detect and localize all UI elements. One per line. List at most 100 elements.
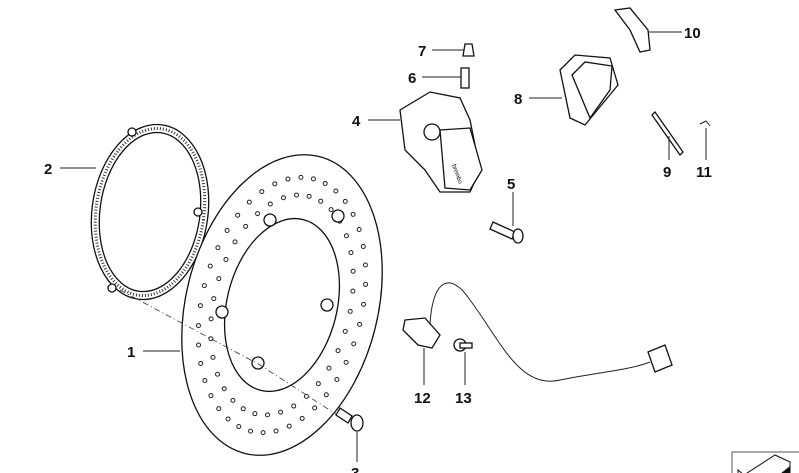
- disc-hole: [201, 283, 207, 289]
- disc-hole: [350, 211, 356, 217]
- disc-hole: [342, 328, 348, 334]
- disc-hole: [224, 227, 230, 233]
- disc-hole: [278, 409, 284, 415]
- brake-caliper[interactable]: brembo: [399, 91, 483, 193]
- disc-hole: [335, 348, 341, 354]
- disc-hole: [210, 354, 216, 360]
- disc-hole: [225, 416, 231, 422]
- disc-hole: [273, 428, 279, 434]
- disc-hole: [315, 381, 321, 387]
- brake-disc[interactable]: [152, 133, 412, 473]
- label-8[interactable]: 8: [514, 91, 522, 108]
- navigation-arrow-icon[interactable]: [731, 451, 799, 473]
- disc-hole: [202, 378, 208, 384]
- disc-hole: [246, 199, 252, 205]
- disc-hole: [343, 359, 349, 365]
- disc-hole: [197, 303, 203, 309]
- disc-hole: [208, 336, 214, 342]
- abs-sensor-ring[interactable]: [80, 117, 219, 307]
- disc-hole: [298, 174, 304, 180]
- disc-hole: [322, 180, 328, 186]
- disc-hole: [267, 201, 273, 207]
- disc-hole: [216, 276, 222, 282]
- disc-hole: [259, 189, 265, 195]
- disc-hole: [248, 428, 254, 434]
- disc-hole: [232, 239, 238, 245]
- label-4[interactable]: 4: [352, 113, 361, 130]
- disc-hole: [342, 198, 348, 204]
- disc-hole: [236, 424, 242, 430]
- disc-hole: [196, 342, 202, 348]
- disc-hole: [216, 406, 222, 412]
- disc-hole: [230, 397, 236, 403]
- disc-hole: [312, 405, 318, 411]
- disc-hole: [299, 415, 305, 421]
- disc-hole: [215, 371, 221, 377]
- brake-pads[interactable]: [559, 54, 619, 126]
- disc-hole: [260, 430, 266, 436]
- disc-hole: [208, 393, 214, 399]
- sensor-screw[interactable]: [453, 338, 473, 352]
- disc-hole: [294, 192, 300, 198]
- label-11[interactable]: 11: [696, 164, 712, 181]
- label-3[interactable]: 3: [351, 465, 359, 473]
- disc-hole: [323, 392, 329, 398]
- disc-hole: [215, 245, 221, 251]
- pad-pin[interactable]: [651, 110, 684, 157]
- disc-hole: [272, 181, 278, 187]
- disc-bolt[interactable]: [335, 407, 364, 432]
- disc-hole: [255, 211, 261, 217]
- disc-hole: [334, 377, 340, 383]
- disc-hole: [252, 411, 258, 417]
- disc-hole: [240, 406, 246, 412]
- disc-hole: [361, 301, 367, 307]
- label-5[interactable]: 5: [507, 176, 515, 193]
- label-2[interactable]: 2: [44, 161, 52, 178]
- pad-spring-clip[interactable]: [613, 7, 651, 53]
- disc-hole: [243, 223, 249, 229]
- label-9[interactable]: 9: [663, 164, 671, 181]
- disc-hole: [351, 341, 357, 347]
- disc-hole: [264, 412, 270, 418]
- disc-hole: [207, 263, 213, 269]
- disc-hole: [347, 308, 353, 314]
- disc-hole: [306, 193, 312, 199]
- bleed-valve-cap[interactable]: [462, 43, 475, 57]
- disc-hole: [333, 188, 339, 194]
- label-13[interactable]: 13: [455, 390, 472, 407]
- disc-hole: [303, 393, 309, 399]
- label-10[interactable]: 10: [684, 25, 701, 42]
- disc-hole: [195, 323, 201, 329]
- disc-hole: [356, 226, 362, 232]
- disc-hole: [360, 244, 366, 250]
- abs-sensor[interactable]: [402, 282, 673, 382]
- disc-hole: [343, 233, 349, 239]
- disc-hole: [326, 365, 332, 371]
- disc-hole: [357, 321, 363, 327]
- label-1[interactable]: 1: [127, 344, 135, 361]
- disc-hole: [363, 281, 369, 287]
- disc-hole: [221, 386, 227, 392]
- disc-hole: [208, 316, 214, 322]
- disc-hole: [211, 296, 217, 302]
- bleed-valve[interactable]: [460, 67, 470, 89]
- disc-hole: [286, 423, 292, 429]
- disc-hole: [350, 288, 356, 294]
- label-7[interactable]: 7: [418, 43, 426, 60]
- disc-hole: [198, 360, 204, 366]
- label-12[interactable]: 12: [414, 390, 431, 407]
- disc-hole: [235, 212, 241, 218]
- disc-hole: [350, 268, 356, 274]
- disc-hole: [348, 250, 354, 256]
- pin-retainer[interactable]: [699, 120, 711, 127]
- caliper-bolt[interactable]: [489, 221, 524, 244]
- disc-hole: [318, 198, 324, 204]
- disc-hole: [223, 256, 229, 262]
- label-6[interactable]: 6: [408, 70, 416, 87]
- disc-hole: [285, 176, 291, 182]
- disc-hole: [362, 262, 368, 268]
- disc-hole: [328, 207, 334, 213]
- disc-hole: [310, 176, 316, 182]
